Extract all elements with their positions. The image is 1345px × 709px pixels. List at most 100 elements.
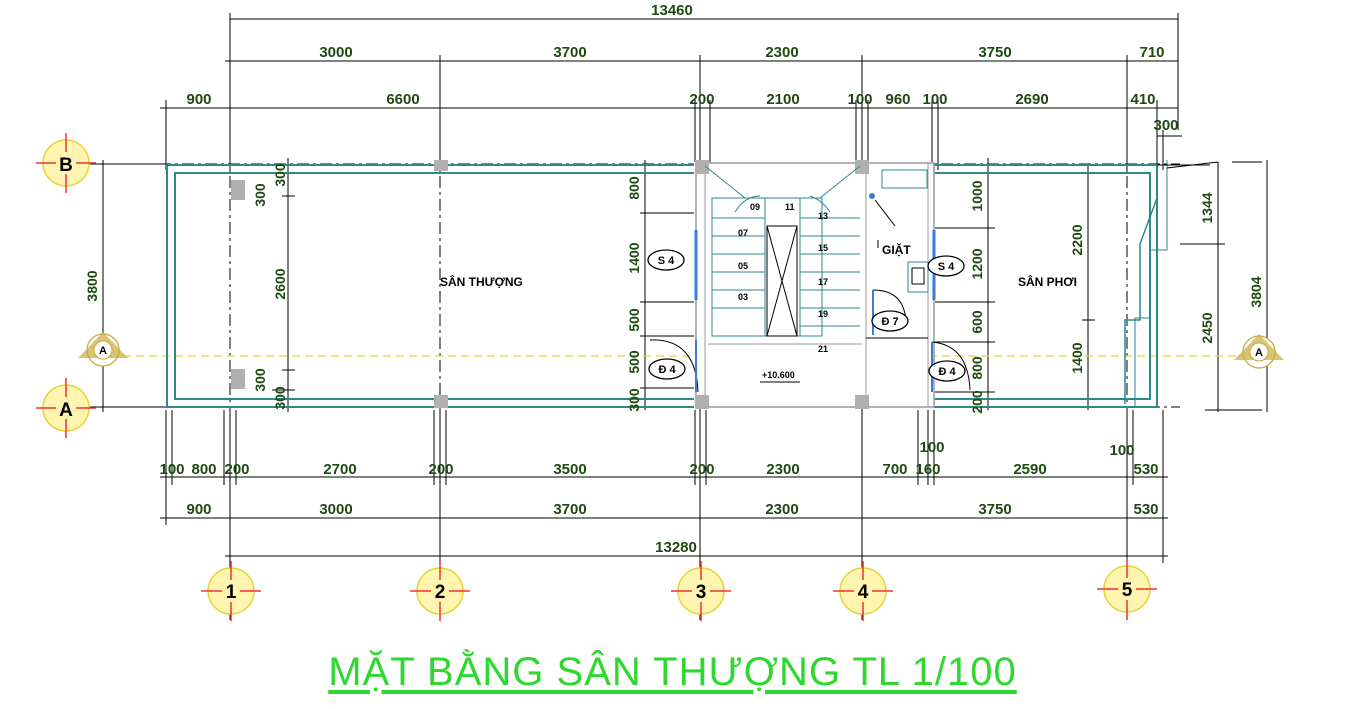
- svg-text:2450: 2450: [1199, 312, 1215, 343]
- svg-text:S 4: S 4: [658, 255, 675, 267]
- top-dimension-lines: [160, 13, 1182, 170]
- svg-text:13280: 13280: [655, 539, 697, 556]
- svg-text:A: A: [59, 400, 73, 421]
- svg-text:700: 700: [882, 461, 907, 478]
- svg-text:200: 200: [428, 461, 453, 478]
- svg-text:160: 160: [915, 461, 940, 478]
- svg-text:100: 100: [847, 91, 872, 108]
- room-label-laundry: GIẶT: [882, 242, 911, 257]
- tag-window-right: S 4: [927, 255, 965, 277]
- svg-text:Đ 4: Đ 4: [658, 364, 676, 376]
- bottom-dimension-lines: [160, 410, 1168, 620]
- stair-step-numbers: 09 11 13 07 15 05 17 03 19 21: [738, 202, 828, 354]
- tag-door-left: Đ 4: [648, 358, 686, 380]
- axis-bubble-2: 2: [410, 561, 470, 621]
- axis-bubble-a: A: [36, 378, 96, 438]
- svg-text:2300: 2300: [765, 44, 798, 61]
- tag-door-wc: Đ 7: [871, 310, 909, 332]
- room-label-drying-yard: SÂN PHƠI: [1018, 274, 1077, 289]
- svg-text:800: 800: [969, 356, 985, 380]
- room-label-terrace: SÂN THƯỢNG: [440, 274, 523, 289]
- svg-text:1000: 1000: [969, 180, 985, 211]
- svg-text:800: 800: [191, 461, 216, 478]
- svg-text:200: 200: [224, 461, 249, 478]
- walls: [166, 160, 1219, 408]
- svg-text:100: 100: [159, 461, 184, 478]
- svg-text:300: 300: [272, 386, 288, 410]
- stair-step-number: 07: [738, 228, 748, 238]
- svg-text:3750: 3750: [978, 501, 1011, 518]
- svg-text:3: 3: [696, 582, 707, 603]
- svg-text:100: 100: [1109, 442, 1134, 459]
- section-marker-right: A: [1234, 334, 1284, 369]
- svg-text:3000: 3000: [319, 44, 352, 61]
- svg-text:710: 710: [1139, 44, 1164, 61]
- svg-text:3700: 3700: [553, 44, 586, 61]
- svg-text:2: 2: [435, 582, 446, 603]
- svg-text:1344: 1344: [1199, 192, 1215, 223]
- svg-text:800: 800: [626, 176, 642, 200]
- stair-step-number: 19: [818, 309, 828, 319]
- svg-text:3800: 3800: [84, 270, 100, 301]
- svg-text:300: 300: [252, 183, 268, 207]
- svg-text:A: A: [99, 345, 107, 357]
- tag-door-right: Đ 4: [928, 360, 966, 382]
- svg-text:100: 100: [919, 439, 944, 456]
- svg-text:300: 300: [272, 163, 288, 187]
- svg-text:200: 200: [689, 91, 714, 108]
- staircase: [704, 165, 862, 345]
- stair-step-number: 09: [750, 202, 760, 212]
- svg-text:3804: 3804: [1248, 276, 1264, 307]
- svg-text:300: 300: [252, 368, 268, 392]
- svg-text:500: 500: [626, 350, 642, 374]
- svg-text:2300: 2300: [766, 461, 799, 478]
- svg-text:13460: 13460: [651, 2, 693, 19]
- svg-text:B: B: [59, 155, 73, 176]
- stair-step-number: 11: [785, 202, 795, 212]
- svg-text:530: 530: [1133, 461, 1158, 478]
- bottom-dimensions: 100 100 100 800 200 2700 200 3500 200 23…: [159, 439, 1158, 556]
- svg-text:1: 1: [226, 582, 237, 603]
- svg-text:300: 300: [626, 388, 642, 412]
- svg-text:900: 900: [186, 91, 211, 108]
- svg-text:100: 100: [922, 91, 947, 108]
- svg-text:3750: 3750: [978, 44, 1011, 61]
- stair-step-number: 13: [818, 211, 828, 221]
- stair-step-number: 21: [818, 344, 828, 354]
- svg-text:2590: 2590: [1013, 461, 1046, 478]
- svg-text:2690: 2690: [1015, 91, 1048, 108]
- stair-step-number: 03: [738, 292, 748, 302]
- svg-text:2100: 2100: [766, 91, 799, 108]
- stair-step-number: 17: [818, 277, 828, 287]
- elevation-mark: +10.600: [762, 370, 795, 380]
- axis-bubble-3: 3: [671, 561, 731, 621]
- svg-text:900: 900: [186, 501, 211, 518]
- svg-text:410: 410: [1130, 91, 1155, 108]
- top-dimensions: 13460 3000 3700 2300 3750 710 900 6600 2…: [186, 2, 1178, 134]
- svg-text:4: 4: [858, 582, 869, 603]
- svg-text:A: A: [1255, 347, 1263, 359]
- svg-text:3700: 3700: [553, 501, 586, 518]
- svg-text:960: 960: [885, 91, 910, 108]
- vertical-dimensions: 3800 300 300 2600 300 300 800 1400 500 5…: [84, 163, 1264, 414]
- svg-text:Đ 7: Đ 7: [881, 316, 898, 328]
- svg-text:5: 5: [1122, 580, 1133, 601]
- svg-text:2200: 2200: [1069, 224, 1085, 255]
- section-marker-left: A: [78, 332, 128, 367]
- columns: [231, 160, 869, 409]
- svg-text:1400: 1400: [1069, 342, 1085, 373]
- svg-text:530: 530: [1133, 501, 1158, 518]
- svg-text:3500: 3500: [553, 461, 586, 478]
- tag-window-left: S 4: [647, 249, 685, 271]
- drawing-title: MẶT BẰNG SÂN THƯỢNG TL 1/100: [328, 650, 1017, 694]
- svg-text:3000: 3000: [319, 501, 352, 518]
- svg-text:2700: 2700: [323, 461, 356, 478]
- svg-text:600: 600: [969, 310, 985, 334]
- axis-bubble-5: 5: [1097, 559, 1157, 619]
- axis-bubble-b: B: [36, 133, 96, 193]
- svg-text:200: 200: [689, 461, 714, 478]
- axis-bubble-1: 1: [201, 561, 261, 621]
- stair-step-number: 15: [818, 243, 828, 253]
- svg-text:6600: 6600: [386, 91, 419, 108]
